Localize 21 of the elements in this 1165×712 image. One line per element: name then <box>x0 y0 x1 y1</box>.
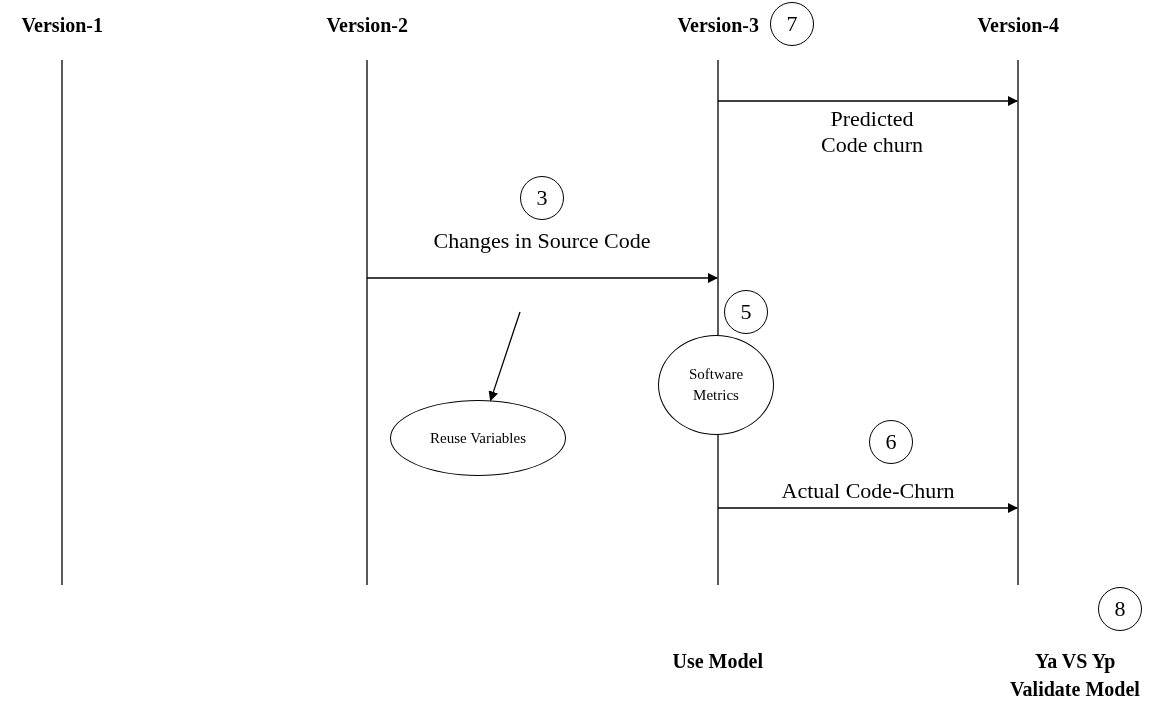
lifeline-header: Version-3 <box>677 14 759 37</box>
software-metrics-ellipse: Software Metrics <box>658 335 774 435</box>
pointer-arrow <box>488 311 521 402</box>
step-number-circle: 7 <box>770 2 814 46</box>
step-number-circle: 3 <box>520 176 564 220</box>
lifeline-header: Version-1 <box>21 14 103 37</box>
step-number-circle: 6 <box>869 420 913 464</box>
lifeline-header: Version-2 <box>326 14 408 37</box>
message-arrow <box>717 96 1018 106</box>
step-number-circle: 5 <box>724 290 768 334</box>
message-arrow <box>366 273 718 283</box>
reuse-variables-ellipse: Reuse Variables <box>390 400 566 476</box>
step-number-circle: 8 <box>1098 587 1142 631</box>
lifeline <box>366 59 368 586</box>
caption-text: Ya VS Yp <box>1035 650 1116 673</box>
lifeline <box>61 59 63 586</box>
lifeline <box>1017 59 1019 586</box>
caption-text: Validate Model <box>1010 678 1140 701</box>
caption-text: Use Model <box>672 650 764 673</box>
lifeline-header: Version-4 <box>977 14 1059 37</box>
message-arrow <box>717 503 1018 513</box>
